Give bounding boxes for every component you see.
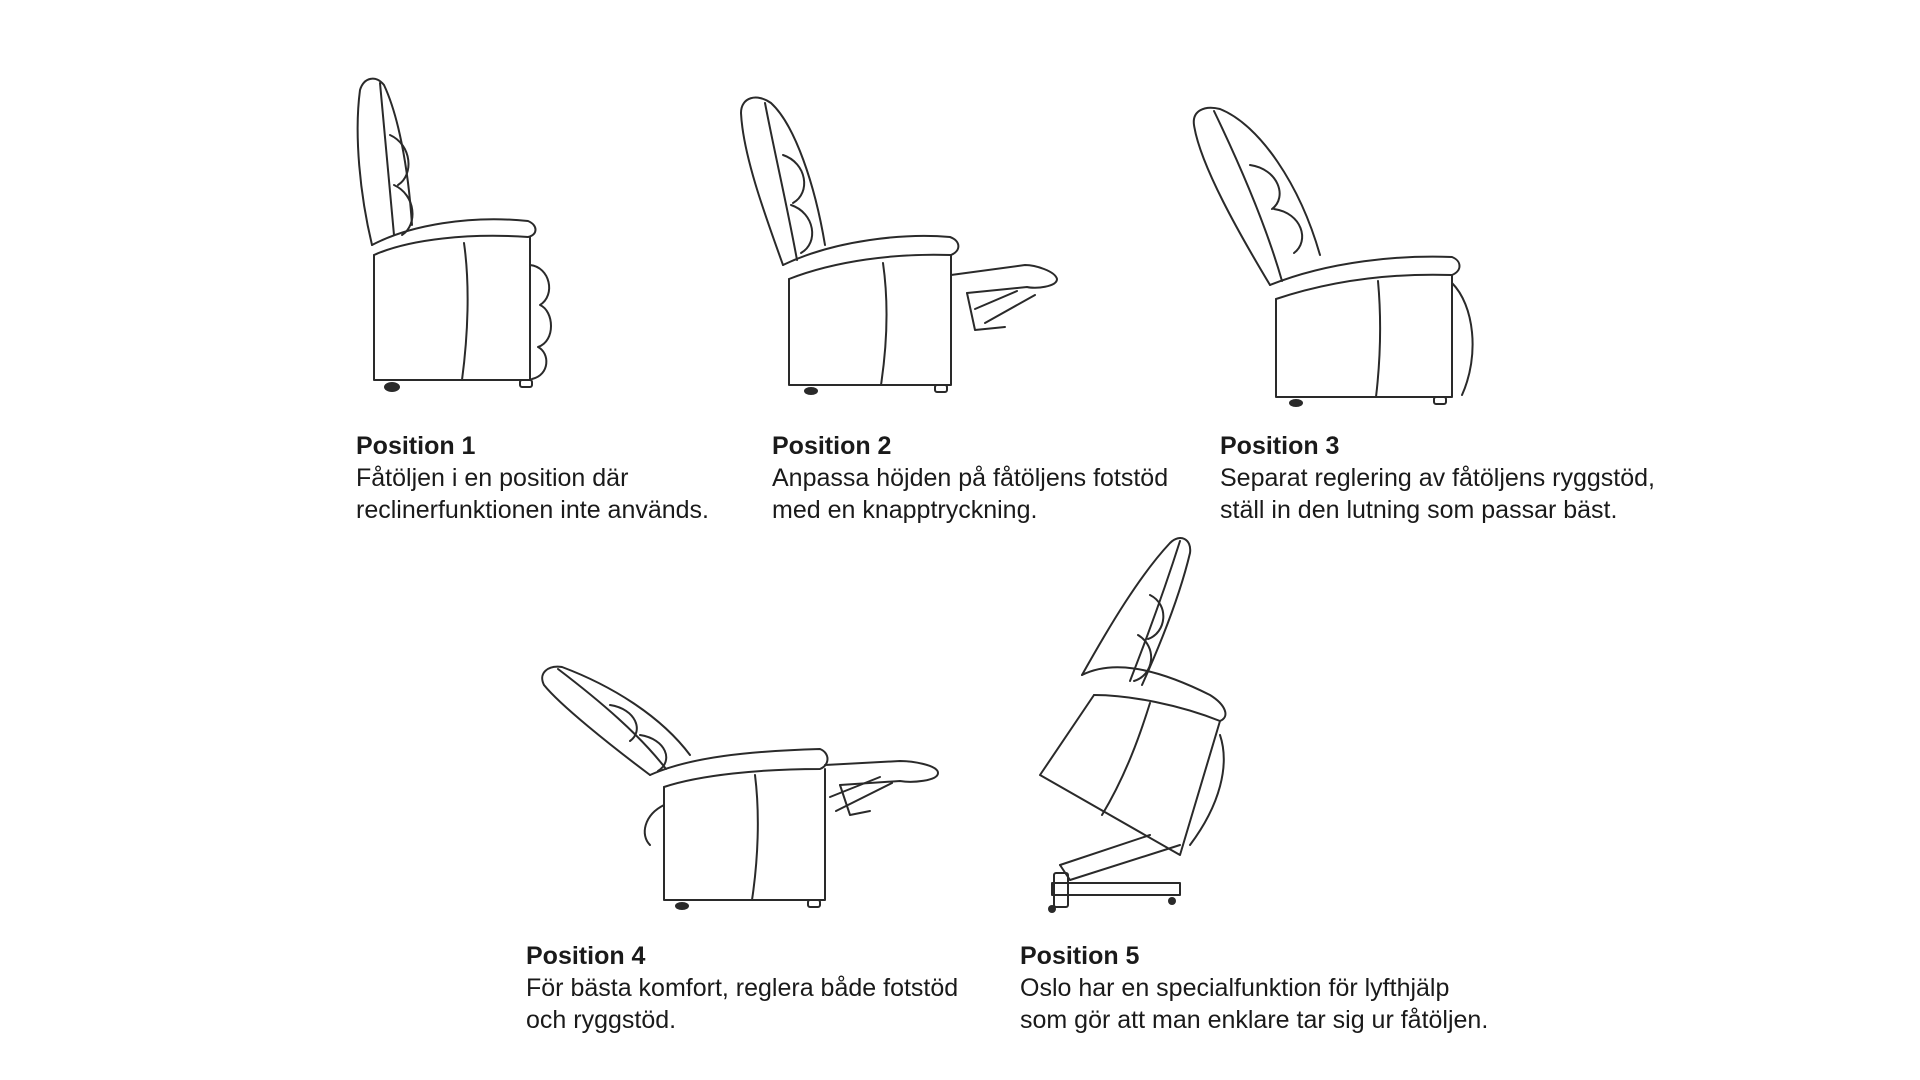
caption-line: reclinerfunktionen inte används. bbox=[356, 496, 710, 524]
chair-position-5-illustration bbox=[1039, 537, 1227, 913]
chair-position-3-illustration bbox=[1192, 106, 1474, 407]
caption-line: som gör att man enklare tar sig ur fåtöl… bbox=[1020, 1006, 1489, 1034]
chair-position-4-illustration bbox=[541, 665, 939, 910]
caption-position-1: Position 1 Fåtöljen i en position där re… bbox=[356, 430, 826, 526]
caption-line: med en knapptryckning. bbox=[772, 496, 1038, 524]
caption-line: och ryggstöd. bbox=[526, 1006, 677, 1034]
chair-position-2-illustration bbox=[740, 96, 1058, 395]
caption-title: Position 3 bbox=[1220, 432, 1340, 460]
caption-title: Position 4 bbox=[526, 942, 646, 970]
caption-line: Anpassa höjden på fåtöljens fotstöd bbox=[772, 464, 1169, 492]
caption-position-5: Position 5 Oslo har en specialfunktion f… bbox=[1020, 940, 1490, 1036]
caption-line: Separat reglering av fåtöljens ryggstöd, bbox=[1220, 464, 1655, 492]
caption-position-4: Position 4 För bästa komfort, reglera bå… bbox=[526, 940, 996, 1036]
caption-title: Position 2 bbox=[772, 432, 892, 460]
caption-position-2: Position 2 Anpassa höjden på fåtöljens f… bbox=[772, 430, 1242, 526]
caption-title: Position 5 bbox=[1020, 942, 1140, 970]
caption-line: ställ in den lutning som passar bäst. bbox=[1220, 496, 1618, 524]
caption-title: Position 1 bbox=[356, 432, 476, 460]
chair-position-1-illustration bbox=[356, 77, 552, 392]
caption-line: För bästa komfort, reglera både fotstöd bbox=[526, 974, 959, 1002]
caption-line: Fåtöljen i en position där bbox=[356, 464, 629, 492]
caption-position-3: Position 3 Separat reglering av fåtöljen… bbox=[1220, 430, 1690, 526]
caption-line: Oslo har en specialfunktion för lyfthjäl… bbox=[1020, 974, 1450, 1002]
